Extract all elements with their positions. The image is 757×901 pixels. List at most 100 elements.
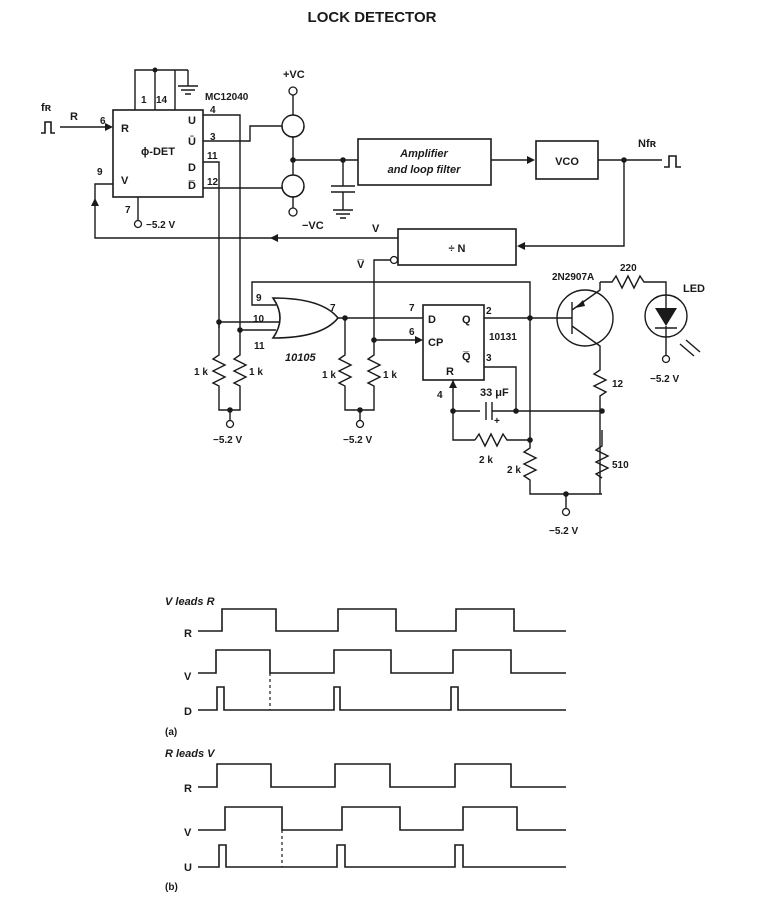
or-pin-10: 10 (253, 314, 265, 325)
r1k-label: 1 k (383, 370, 397, 381)
r510-label: 510 (612, 460, 629, 471)
or-feedback-wire (251, 281, 531, 318)
amplifier-label-line2: and loop filter (388, 164, 461, 176)
pd-pin-3: 3 (210, 132, 216, 143)
supply-label: −5.2 V (213, 435, 243, 446)
led-label: LED (683, 283, 705, 295)
or-pin-9: 9 (256, 293, 262, 304)
or-gate-part: 10105 (285, 352, 316, 364)
capacitor-icon (453, 402, 602, 420)
current-source-icon (281, 185, 305, 198)
amplifier-label-line1: Amplifier (399, 148, 448, 160)
phase-detector-part: MC12040 (205, 92, 249, 103)
ff-r-label: R (446, 366, 454, 378)
divider-feed-wire (519, 160, 625, 247)
junction-dot (152, 67, 158, 73)
pd-power-wires (134, 69, 188, 110)
r1k-label: 1 k (194, 367, 208, 378)
pd-out-u-label: U (188, 115, 196, 127)
nfr-output-label: Nfʀ (638, 138, 657, 150)
terminal-icon (225, 419, 235, 429)
ff-qbar-label: Q̅ (462, 351, 471, 363)
led-driver: 2N2907A 220 LED −5.2 V 12 510 (552, 263, 705, 494)
vc-neg-label: −VC (302, 220, 324, 232)
divider-label: ÷ N (448, 243, 465, 255)
arrow-icon (527, 156, 535, 164)
qbar-wire (484, 366, 517, 411)
r12-label: 12 (612, 379, 624, 390)
flip-flop: D Q CP Q̅ R 10131 7 6 2 3 4 2 k 33 μF + (374, 303, 602, 466)
waveform-row-label: R (184, 783, 192, 795)
vbar-wire (373, 259, 390, 340)
ff-cp-label: CP (428, 337, 443, 349)
r1k-label: 1 k (322, 370, 336, 381)
pd-pin-11: 11 (207, 151, 218, 162)
arrow-icon (105, 123, 113, 131)
vbar-label: V̅ (357, 259, 365, 271)
v-signal-label: V (372, 223, 380, 235)
waveform-b-tag: (b) (165, 882, 178, 893)
terminal-icon (288, 86, 298, 96)
d-out-wire (203, 161, 220, 328)
waveform-r (198, 608, 566, 632)
phase-detector-body (112, 109, 204, 198)
light-rays-icon (679, 339, 701, 357)
waveform-b-caption: R leads V (165, 748, 216, 760)
waveform-u (198, 844, 566, 868)
waveform-row-label: U (184, 862, 192, 874)
ff-d-label: D (428, 314, 436, 326)
ground-icon (178, 70, 198, 95)
pd-out-ubar-label: Ū (188, 136, 196, 148)
resistor-icon (522, 318, 602, 495)
led-icon (655, 308, 677, 326)
mid-pulldowns: 1 k 1 k −5.2 V (322, 318, 397, 446)
pd-pin-14: 14 (156, 95, 168, 106)
arrow-icon (517, 242, 525, 250)
square-wave-icon (41, 121, 55, 134)
waveform-row-label: D (184, 706, 192, 718)
waveforms-b: R leads V R V U (b) (165, 748, 566, 893)
flip-flop-body (422, 304, 485, 381)
supply-label: −5.2 V (343, 435, 373, 446)
square-wave-icon (664, 155, 681, 168)
pd-supply-label: −5.2 V (146, 220, 176, 231)
junction-dot (513, 408, 519, 414)
transistor-icon (556, 289, 614, 347)
cap-label: 33 μF (480, 387, 509, 399)
arrow-icon (415, 336, 423, 344)
supply-label: −5.2 V (549, 526, 579, 537)
terminal-icon (133, 219, 143, 229)
v-feedback-wire (94, 183, 398, 239)
resistor-icon (592, 366, 608, 494)
fr-input-label: fʀ (41, 102, 52, 114)
pd-pin-9: 9 (97, 167, 103, 178)
inverter-bubble-icon (389, 255, 399, 265)
arrow-icon (575, 300, 585, 308)
divider-block (397, 228, 517, 266)
ff-q-label: Q (462, 314, 471, 326)
terminal-icon (561, 507, 571, 517)
waveform-row-label: V (184, 671, 192, 683)
waveforms-a: V leads R R V D (a) (165, 596, 566, 738)
waveform-a-caption: V leads R (165, 596, 215, 608)
pd-pin-7: 7 (125, 205, 131, 216)
filter-capacitor-icon (293, 159, 355, 219)
pd-input-v-label: V (121, 175, 129, 187)
waveform-row-label: V (184, 827, 192, 839)
junction-dot (450, 408, 456, 414)
left-pulldowns: 1 k 1 k −5.2 V (194, 322, 263, 446)
ff-pin-3: 3 (486, 353, 492, 364)
arrow-icon (91, 198, 99, 206)
amplifier-block (357, 138, 492, 186)
or-pin-11: 11 (254, 341, 265, 352)
u-out-wire (203, 114, 241, 330)
junction-dot (599, 408, 605, 414)
current-source-icon (281, 125, 305, 138)
or-gate-body (271, 297, 340, 339)
charge-pump: +VC −VC (203, 69, 355, 232)
r2k-label: 2 k (507, 465, 521, 476)
diagram-title: LOCK DETECTOR (308, 9, 437, 26)
arrow-icon (449, 380, 457, 388)
waveform-v (198, 649, 566, 674)
